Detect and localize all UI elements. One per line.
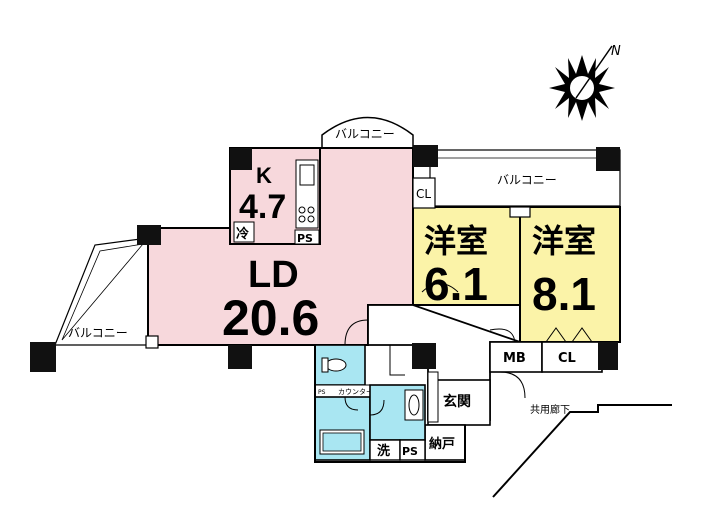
toilet xyxy=(314,344,366,386)
sen-label: 洗 xyxy=(377,443,390,459)
balcony-top-center: バルコニー xyxy=(321,116,414,148)
kitchen-ps-label: PS xyxy=(297,232,313,245)
cl-right-label: CL xyxy=(558,351,576,366)
nando-label: 納戸 xyxy=(429,436,455,452)
balcony-top-right: バルコニー xyxy=(429,149,621,207)
cl-top-label: CL xyxy=(416,187,431,201)
nando xyxy=(424,424,466,461)
western-room-2: 洋室 8.1 xyxy=(509,206,621,343)
balcony-left: バルコニー xyxy=(54,237,149,346)
north-label: N xyxy=(611,44,621,59)
washroom: 洗 PS xyxy=(369,384,426,461)
sun-compass-icon xyxy=(549,45,615,121)
ld-size: 20.6 xyxy=(222,290,319,346)
mb-label: MB xyxy=(503,351,526,366)
ld-label: LD xyxy=(248,254,299,296)
kitchen-label: K xyxy=(256,163,272,188)
western-room-1: 洋室 6.1 xyxy=(412,206,521,310)
balcony-left-label: バルコニー xyxy=(68,326,128,340)
ps-small-label: PS xyxy=(318,389,326,396)
fridge-label: 冷 xyxy=(236,226,249,242)
corridor-label: 共用廊下 xyxy=(530,403,570,416)
west2-size: 8.1 xyxy=(532,268,596,320)
corridor-line xyxy=(492,404,672,498)
pillars xyxy=(30,145,620,372)
ps-bottom-label: PS xyxy=(402,445,418,458)
kitchen-size: 4.7 xyxy=(239,188,286,226)
west1-label: 洋室 xyxy=(424,222,488,260)
genkan-label: 玄関 xyxy=(443,393,471,410)
bathroom xyxy=(314,396,371,461)
west1-size: 6.1 xyxy=(424,258,488,310)
counter-label: カウンター xyxy=(338,387,373,396)
balcony-top-center-label: バルコニー xyxy=(335,127,395,141)
balcony-top-right-label: バルコニー xyxy=(497,173,557,187)
west2-label: 洋室 xyxy=(532,222,596,260)
